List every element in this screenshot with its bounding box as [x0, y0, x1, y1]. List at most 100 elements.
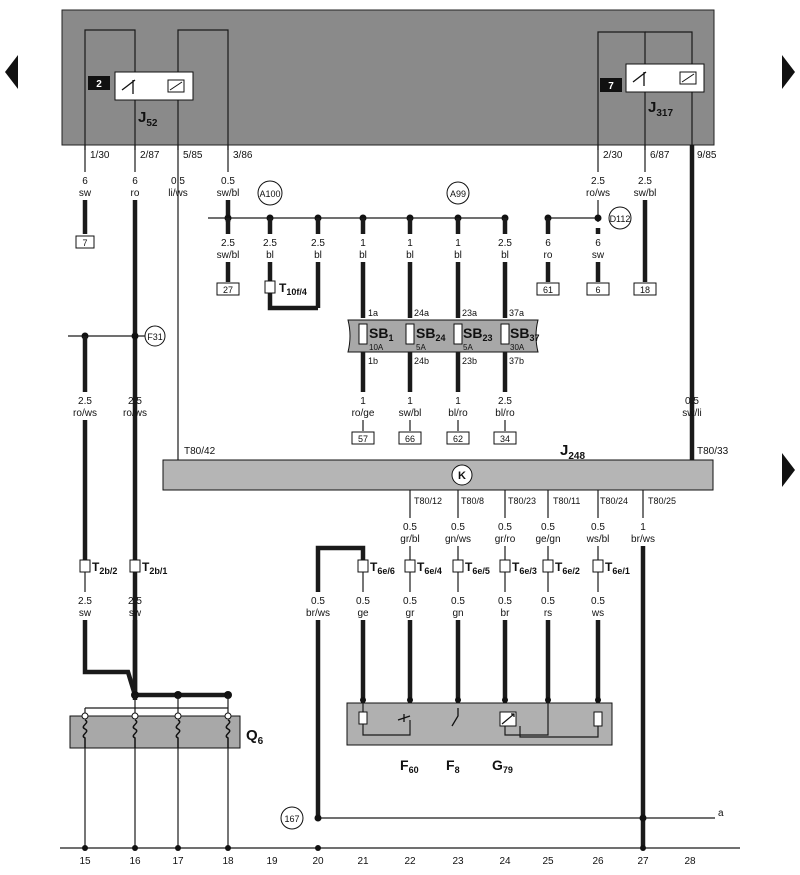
wires-upper [82, 145, 695, 700]
svg-text:19: 19 [266, 856, 278, 867]
ref-box: 62 [453, 434, 463, 444]
term-label: 1/30 [90, 150, 110, 161]
svg-text:23b: 23b [462, 356, 477, 366]
svg-text:sw/bl: sw/bl [217, 250, 240, 261]
nav-arrow-right-lower-icon[interactable] [782, 453, 795, 487]
svg-text:ro/ge: ro/ge [352, 408, 375, 419]
connectors-t2b: T2b/2 T2b/1 2.5 sw 2.5 sw [78, 559, 167, 696]
sensor-f60-switch-icon [397, 714, 411, 722]
fuse-block-body [347, 319, 539, 353]
relay-j52-badge [88, 76, 110, 90]
svg-text:gr: gr [406, 608, 416, 619]
svg-text:0.5: 0.5 [403, 522, 417, 533]
svg-text:T80/12: T80/12 [414, 496, 442, 506]
svg-text:1: 1 [360, 238, 366, 249]
svg-text:21: 21 [357, 856, 369, 867]
svg-text:10A: 10A [369, 343, 384, 352]
svg-text:0.5: 0.5 [498, 522, 512, 533]
svg-text:sw/bl: sw/bl [399, 408, 422, 419]
svg-text:0.5: 0.5 [403, 596, 417, 607]
svg-text:br: br [501, 608, 511, 619]
svg-text:K: K [458, 470, 466, 482]
svg-text:20: 20 [312, 856, 324, 867]
svg-text:23: 23 [452, 856, 464, 867]
svg-text:bl: bl [359, 250, 367, 261]
fuse-sb1-label: SB1 [369, 325, 393, 343]
svg-text:0.5: 0.5 [311, 596, 325, 607]
svg-text:gn/ws: gn/ws [445, 534, 471, 545]
left-wires: 2.5 ro/ws 2.5 ro/ws 0.5 sw/li [68, 332, 702, 560]
glow-plug-coil-icon [175, 719, 181, 748]
svg-text:sw: sw [592, 250, 605, 261]
svg-text:T80/33: T80/33 [697, 446, 729, 457]
svg-text:1: 1 [360, 396, 366, 407]
point-d112 [608, 206, 632, 230]
svg-text:1: 1 [640, 522, 646, 533]
term-label: 9/85 [697, 150, 717, 161]
ref-box: 57 [358, 434, 368, 444]
svg-text:T6e/4: T6e/4 [417, 560, 442, 576]
svg-text:bl/ro: bl/ro [448, 408, 468, 419]
wire-color: ro/ws [586, 188, 610, 199]
relay-switch-icon [121, 79, 136, 94]
svg-text:28: 28 [684, 856, 696, 867]
svg-text:5A: 5A [463, 343, 473, 352]
glow-plug-block [69, 715, 241, 749]
svg-text:0.5: 0.5 [451, 522, 465, 533]
svg-text:37a: 37a [509, 308, 524, 318]
svg-text:0.5: 0.5 [356, 596, 370, 607]
svg-text:2.5: 2.5 [263, 238, 277, 249]
relay-j317-badge-text: 7 [608, 81, 614, 92]
wire-color: ro [131, 188, 140, 199]
svg-text:2.5: 2.5 [498, 396, 512, 407]
fuse-output-wires: 1 ro/ge 1 sw/bl 1 bl/ro 2.5 bl/ro [352, 352, 515, 431]
point-167 [280, 806, 304, 830]
reference-boxes: 7 27 61 6 18 57 66 62 34 [75, 235, 657, 445]
svg-text:ge: ge [357, 608, 369, 619]
nav-arrow-left-icon[interactable] [5, 55, 18, 89]
svg-text:gr/bl: gr/bl [400, 534, 419, 545]
ecu-j248: T80/42 T80/33 J248 K [162, 442, 729, 491]
svg-text:1b: 1b [368, 356, 378, 366]
svg-text:0.5: 0.5 [498, 596, 512, 607]
svg-text:1: 1 [407, 396, 413, 407]
svg-text:24b: 24b [414, 356, 429, 366]
svg-text:ws: ws [591, 608, 604, 619]
svg-text:ws/bl: ws/bl [586, 534, 610, 545]
svg-text:T6e/3: T6e/3 [512, 560, 537, 576]
wire-gauge: 6 [132, 176, 138, 187]
svg-text:bl: bl [266, 250, 274, 261]
junction-points: A100 A99 D112 F31 167 [144, 180, 632, 830]
svg-text:T10f/4: T10f/4 [279, 281, 307, 297]
svg-text:F31: F31 [147, 332, 163, 342]
ground-bus: a [60, 808, 740, 851]
svg-text:T80/25: T80/25 [648, 496, 676, 506]
svg-text:6: 6 [545, 238, 551, 249]
svg-text:sw: sw [129, 608, 142, 619]
wire-gauge: 2.5 [638, 176, 652, 187]
fuse-block: 1a 24a 23a 37a SB1 10A SB24 5A SB23 5A S… [347, 308, 539, 366]
term-label: 2/30 [603, 150, 623, 161]
svg-text:ro/ws: ro/ws [123, 408, 147, 419]
svg-text:br/ws: br/ws [631, 534, 655, 545]
svg-text:2.5: 2.5 [78, 396, 92, 407]
svg-text:T2b/2: T2b/2 [92, 560, 117, 576]
svg-text:1: 1 [455, 396, 461, 407]
ref-box: 66 [405, 434, 415, 444]
svg-text:sw/li: sw/li [682, 408, 701, 419]
svg-text:2.5: 2.5 [221, 238, 235, 249]
top-wire-labels: 1/30 2/87 5/85 3/86 2/30 6/87 9/85 6 sw … [79, 150, 717, 199]
sensor-g79-pot-icon [501, 713, 515, 725]
ref-box: 27 [223, 285, 233, 295]
ground-end-label: a [718, 808, 724, 819]
nav-arrow-right-icon[interactable] [782, 55, 795, 89]
svg-text:0.5: 0.5 [451, 596, 465, 607]
svg-text:18: 18 [222, 856, 234, 867]
svg-text:bl/ro: bl/ro [495, 408, 515, 419]
svg-text:T80/11: T80/11 [553, 496, 580, 506]
svg-text:1: 1 [455, 238, 461, 249]
ref-box: 18 [640, 285, 650, 295]
branch-wire-labels: 2.5 sw/bl 2.5 bl 2.5 bl 1 bl 1 bl 1 bl 2… [217, 238, 605, 261]
svg-text:ro/ws: ro/ws [73, 408, 97, 419]
svg-text:2.5: 2.5 [311, 238, 325, 249]
